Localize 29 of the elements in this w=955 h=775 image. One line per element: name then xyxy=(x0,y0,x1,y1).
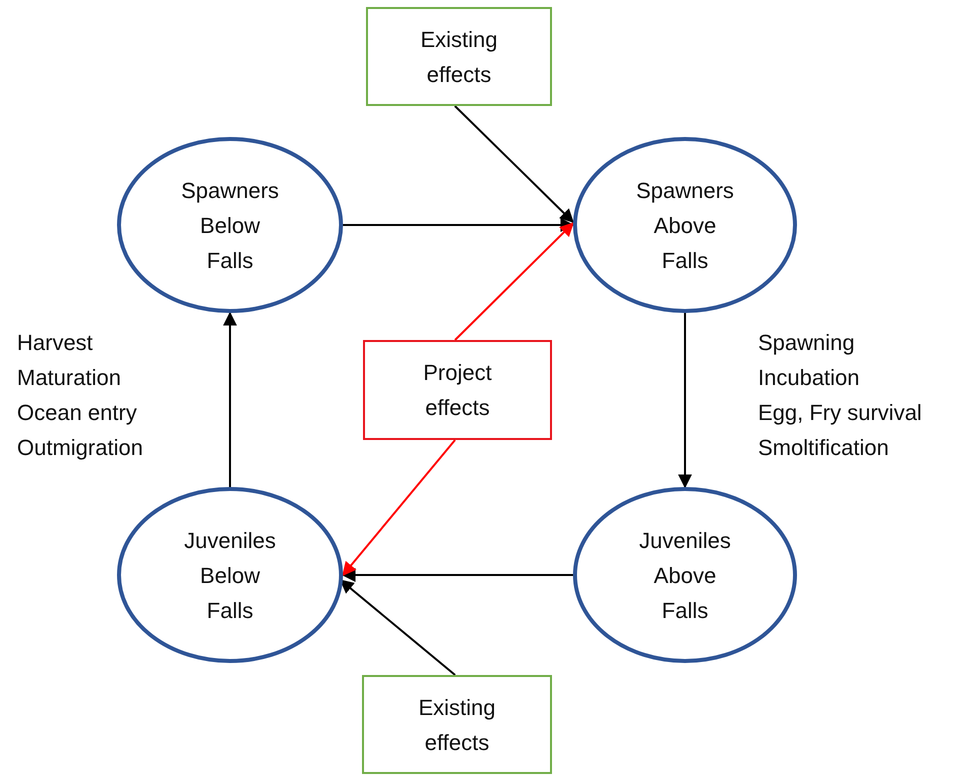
node-label: Spawners Above Falls xyxy=(635,176,735,274)
node-label: Juveniles Above Falls xyxy=(638,526,732,624)
arrow xyxy=(454,105,574,223)
arrow xyxy=(340,579,456,676)
process-label: Smoltification xyxy=(758,434,889,462)
process-label: Maturation xyxy=(17,364,121,392)
arrow xyxy=(454,222,574,341)
process-label: Egg, Fry survival xyxy=(758,399,922,427)
effects-box xyxy=(363,340,552,440)
node-label: Existing effects xyxy=(419,26,499,88)
process-label: Incubation xyxy=(758,364,860,392)
stage-ellipse xyxy=(117,487,343,663)
node-label: Spawners Below Falls xyxy=(180,176,280,274)
effects-box xyxy=(366,7,552,106)
stage-ellipse xyxy=(573,137,797,313)
process-label: Ocean entry xyxy=(17,399,137,427)
process-label: Harvest xyxy=(17,329,93,357)
effects-box xyxy=(362,675,552,774)
node-label: Project effects xyxy=(422,359,493,422)
arrow xyxy=(342,439,456,576)
arrow xyxy=(223,312,237,487)
stage-ellipse xyxy=(117,137,343,313)
process-label: Spawning xyxy=(758,329,855,357)
arrow xyxy=(342,568,573,582)
process-label: Outmigration xyxy=(17,434,143,462)
arrow xyxy=(678,313,692,488)
node-label: Existing effects xyxy=(417,694,497,756)
node-label: Juveniles Below Falls xyxy=(183,526,277,624)
stage-ellipse xyxy=(573,487,797,663)
